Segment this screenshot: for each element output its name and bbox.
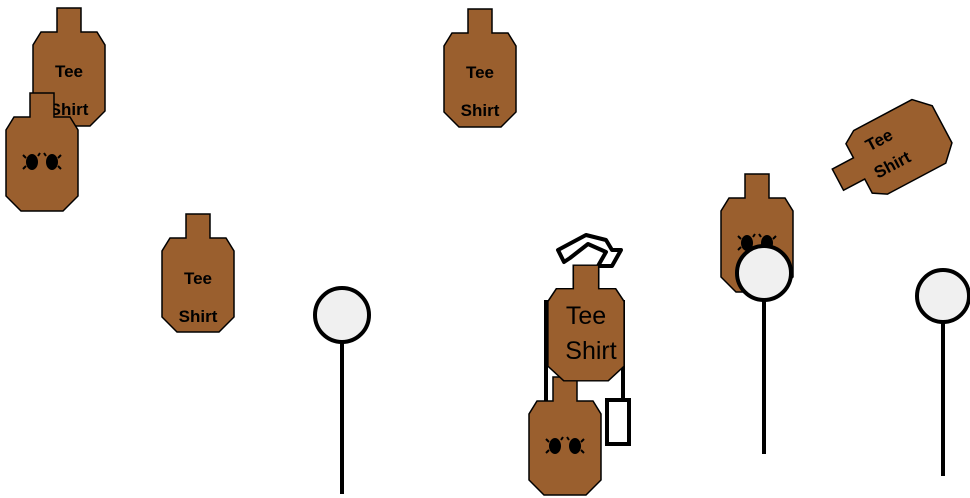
- tee-shirt-target: Tee Shirt: [443, 8, 517, 128]
- target-silhouette: [528, 376, 602, 496]
- target-label-line1: Tee: [184, 269, 212, 288]
- target-label-line2: Shirt: [461, 101, 500, 120]
- tee-shirt-target: Tee Shirt: [161, 213, 235, 333]
- popper-target: [735, 244, 793, 454]
- popper-icon: [915, 268, 970, 324]
- target-label-line1: Tee: [466, 63, 494, 82]
- popper-target: [313, 286, 371, 494]
- popper-icon: [313, 286, 371, 344]
- popper-target: [915, 268, 970, 476]
- swing-arrow-icon: [556, 233, 623, 268]
- no-shoot-target: [528, 376, 602, 496]
- popper-icon: [735, 244, 793, 302]
- activator-icon: [605, 398, 631, 446]
- tee-shirt-target: Tee Shirt: [32, 7, 106, 127]
- target-label-line2: Shirt: [565, 337, 616, 365]
- target-label-line2: Shirt: [50, 100, 89, 119]
- target-label-line1: Tee: [566, 302, 606, 330]
- target-label-line2: Shirt: [179, 307, 218, 326]
- target-label-line1: Tee: [55, 62, 83, 81]
- target-silhouette: [820, 91, 960, 213]
- tee-shirt-target: Tee Shirt: [820, 91, 960, 213]
